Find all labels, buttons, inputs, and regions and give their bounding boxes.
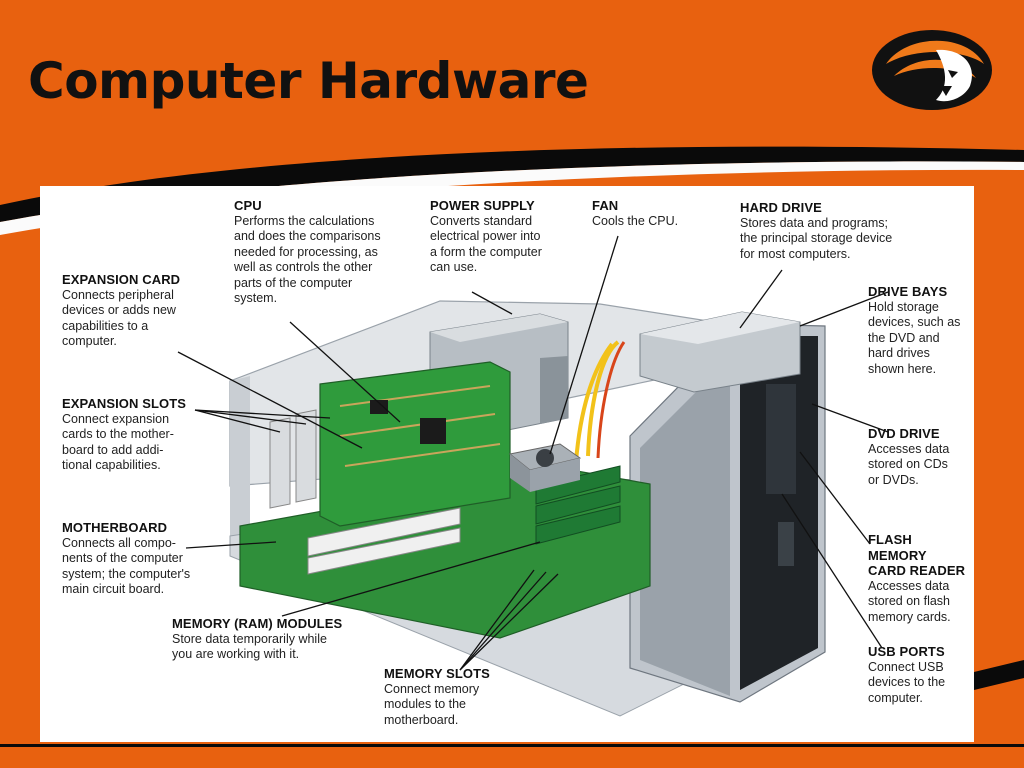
tiger-logo-icon xyxy=(872,30,992,110)
memory-modules-callout-title: MEMORY (RAM) MODULES xyxy=(172,616,343,631)
expansion-slots-callout: EXPANSION SLOTS Connect expansion cards … xyxy=(62,396,186,474)
flash-memory-reader-callout-text: Accesses data stored on flash memory car… xyxy=(868,578,951,624)
usb-ports-callout-text: Connect USB devices to the computer. xyxy=(868,659,946,705)
fan-callout: FAN Cools the CPU. xyxy=(592,198,678,229)
hard-drive-callout-title: HARD DRIVE xyxy=(740,200,822,215)
memory-slots-callout-title: MEMORY SLOTS xyxy=(384,666,490,681)
hard-drive-callout: HARD DRIVE Stores data and programs; the… xyxy=(740,200,892,262)
usb-ports-callout-title: USB PORTS xyxy=(868,644,945,659)
dvd-drive-callout-text: Accesses data stored on CDs or DVDs. xyxy=(868,441,950,487)
memory-modules-callout: MEMORY (RAM) MODULES Store data temporar… xyxy=(172,616,342,663)
memory-modules-callout-text: Store data temporarily while you are wor… xyxy=(172,631,327,662)
memory-slots-callout: MEMORY SLOTS Connect memory modules to t… xyxy=(384,666,490,728)
cpu-callout: CPU Performs the calculations and does t… xyxy=(234,198,381,307)
computer-hardware-illustration xyxy=(177,235,889,717)
dvd-drive-callout: DVD DRIVE Accesses data stored on CDs or… xyxy=(868,426,949,488)
motherboard-callout: MOTHERBOARD Connects all compo- nents of… xyxy=(62,520,190,598)
memory-slots-callout-text: Connect memory modules to the motherboar… xyxy=(384,681,480,727)
dvd-drive-callout-title: DVD DRIVE xyxy=(868,426,940,441)
hardware-diagram-panel: CPU Performs the calculations and does t… xyxy=(40,186,974,742)
motherboard-callout-text: Connects all compo- nents of the compute… xyxy=(62,535,191,597)
expansion-slots-callout-title: EXPANSION SLOTS xyxy=(62,396,187,411)
flash-memory-reader-callout-title: FLASH MEMORY CARD READER xyxy=(868,532,966,578)
flash-memory-reader-callout: FLASH MEMORY CARD READER Accesses data s… xyxy=(868,532,974,625)
expansion-slots-callout-text: Connect expansion cards to the mother- b… xyxy=(62,411,174,473)
expansion-card-callout-title: EXPANSION CARD xyxy=(62,272,181,287)
expansion-card-callout-text: Connects peripheral devices or adds new … xyxy=(62,287,176,349)
power-supply-callout-text: Converts standard electrical power into … xyxy=(430,213,542,275)
cpu-callout-text: Performs the calculations and does the c… xyxy=(234,213,381,306)
power-supply-callout: POWER SUPPLY Converts standard electrica… xyxy=(430,198,542,276)
drive-bays-callout: DRIVE BAYS Hold storage devices, such as… xyxy=(868,284,960,377)
drive-bays-callout-title: DRIVE BAYS xyxy=(868,284,948,299)
hard-drive-callout-text: Stores data and programs; the principal … xyxy=(740,215,893,261)
expansion-card-callout: EXPANSION CARD Connects peripheral devic… xyxy=(62,272,180,350)
drive-bays-callout-text: Hold storage devices, such as the DVD an… xyxy=(868,299,961,376)
cpu-callout-title: CPU xyxy=(234,198,262,213)
slide-title: Computer Hardware xyxy=(28,52,589,110)
power-supply-callout-title: POWER SUPPLY xyxy=(430,198,535,213)
motherboard-callout-title: MOTHERBOARD xyxy=(62,520,168,535)
fan-callout-text: Cools the CPU. xyxy=(592,213,679,228)
usb-ports-callout: USB PORTS Connect USB devices to the com… xyxy=(868,644,945,706)
fan-callout-title: FAN xyxy=(592,198,619,213)
